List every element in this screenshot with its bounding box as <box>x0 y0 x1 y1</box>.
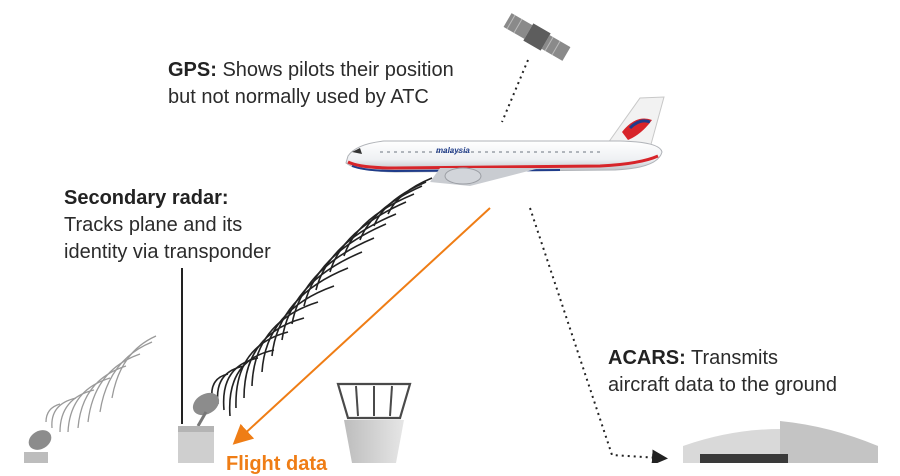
secondary-radar-title: Secondary radar: <box>64 187 229 209</box>
gps-line1: Shows pilots their position <box>216 59 454 81</box>
secondary-radar-line1: Tracks plane and its <box>64 214 243 236</box>
primary-radar-icon <box>24 430 52 463</box>
control-tower-icon <box>336 382 412 463</box>
diagram: GPS: Shows pilots their position but not… <box>24 13 878 475</box>
acars-line2: aircraft data to the ground <box>608 374 838 396</box>
gps-link-line <box>501 59 529 123</box>
secondary-radar-icon <box>178 392 220 463</box>
airplane-icon <box>345 96 665 186</box>
ground-station-icon <box>683 421 878 463</box>
primary-radar-waves <box>45 335 157 433</box>
flight-data-label: Flight data <box>226 453 328 475</box>
radar-waves <box>211 177 433 417</box>
diagram-graphics <box>24 13 878 463</box>
gps-label: GPS: Shows pilots their position but not… <box>168 57 454 111</box>
plane-livery-text: malaysia <box>436 146 470 155</box>
acars-link-line <box>529 207 668 463</box>
gps-title: GPS: <box>168 59 217 81</box>
secondary-radar-label: Secondary radar: Tracks plane and its id… <box>64 185 271 266</box>
acars-line1: Transmits <box>685 347 779 369</box>
flight-data-arrow <box>232 207 491 445</box>
gps-line2: but not normally used by ATC <box>168 86 429 108</box>
secondary-radar-line2: identity via transponder <box>64 241 271 263</box>
satellite-icon <box>503 13 571 61</box>
acars-title: ACARS: <box>608 347 686 369</box>
acars-label: ACARS: Transmits aircraft data to the gr… <box>608 345 837 399</box>
